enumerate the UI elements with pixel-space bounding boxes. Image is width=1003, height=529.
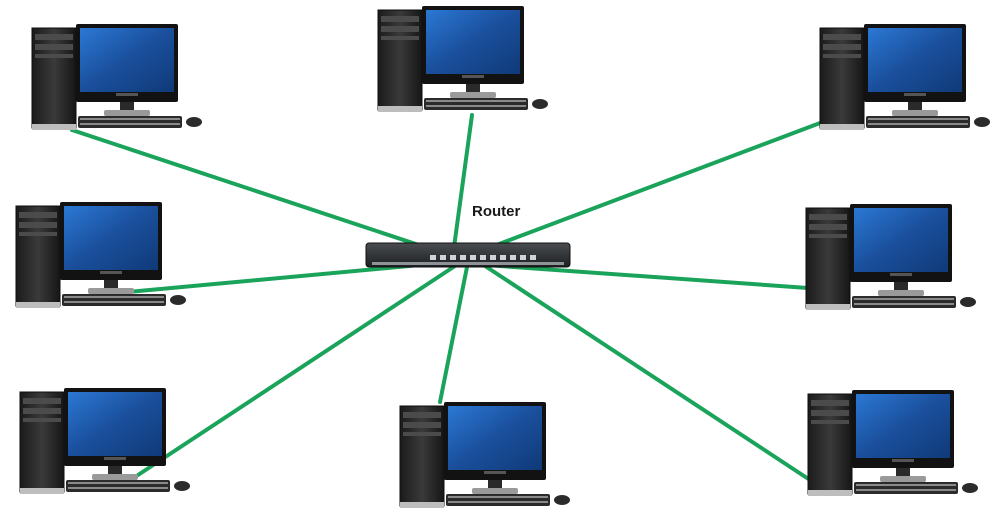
computer-bottom-right-icon <box>807 389 979 497</box>
network-links <box>70 113 830 482</box>
link-top-left <box>70 128 460 260</box>
link-bottom-left <box>136 262 460 477</box>
computer-top-left-icon <box>31 23 203 131</box>
link-bottom-center <box>438 260 470 404</box>
router-label: Router <box>472 203 520 220</box>
computer-top-right-icon <box>819 23 991 131</box>
computer-middle-left-icon <box>15 201 187 309</box>
computer-bottom-left-icon <box>19 387 191 495</box>
computer-middle-right-icon <box>805 203 977 311</box>
router-body <box>365 242 571 268</box>
link-top-center <box>450 113 474 264</box>
computer-bottom-center-icon <box>399 401 571 509</box>
computer-top-center-icon <box>377 5 549 113</box>
link-top-right <box>468 118 830 257</box>
link-middle-right <box>470 262 810 290</box>
link-bottom-right <box>474 258 812 482</box>
router: Router <box>365 203 571 268</box>
